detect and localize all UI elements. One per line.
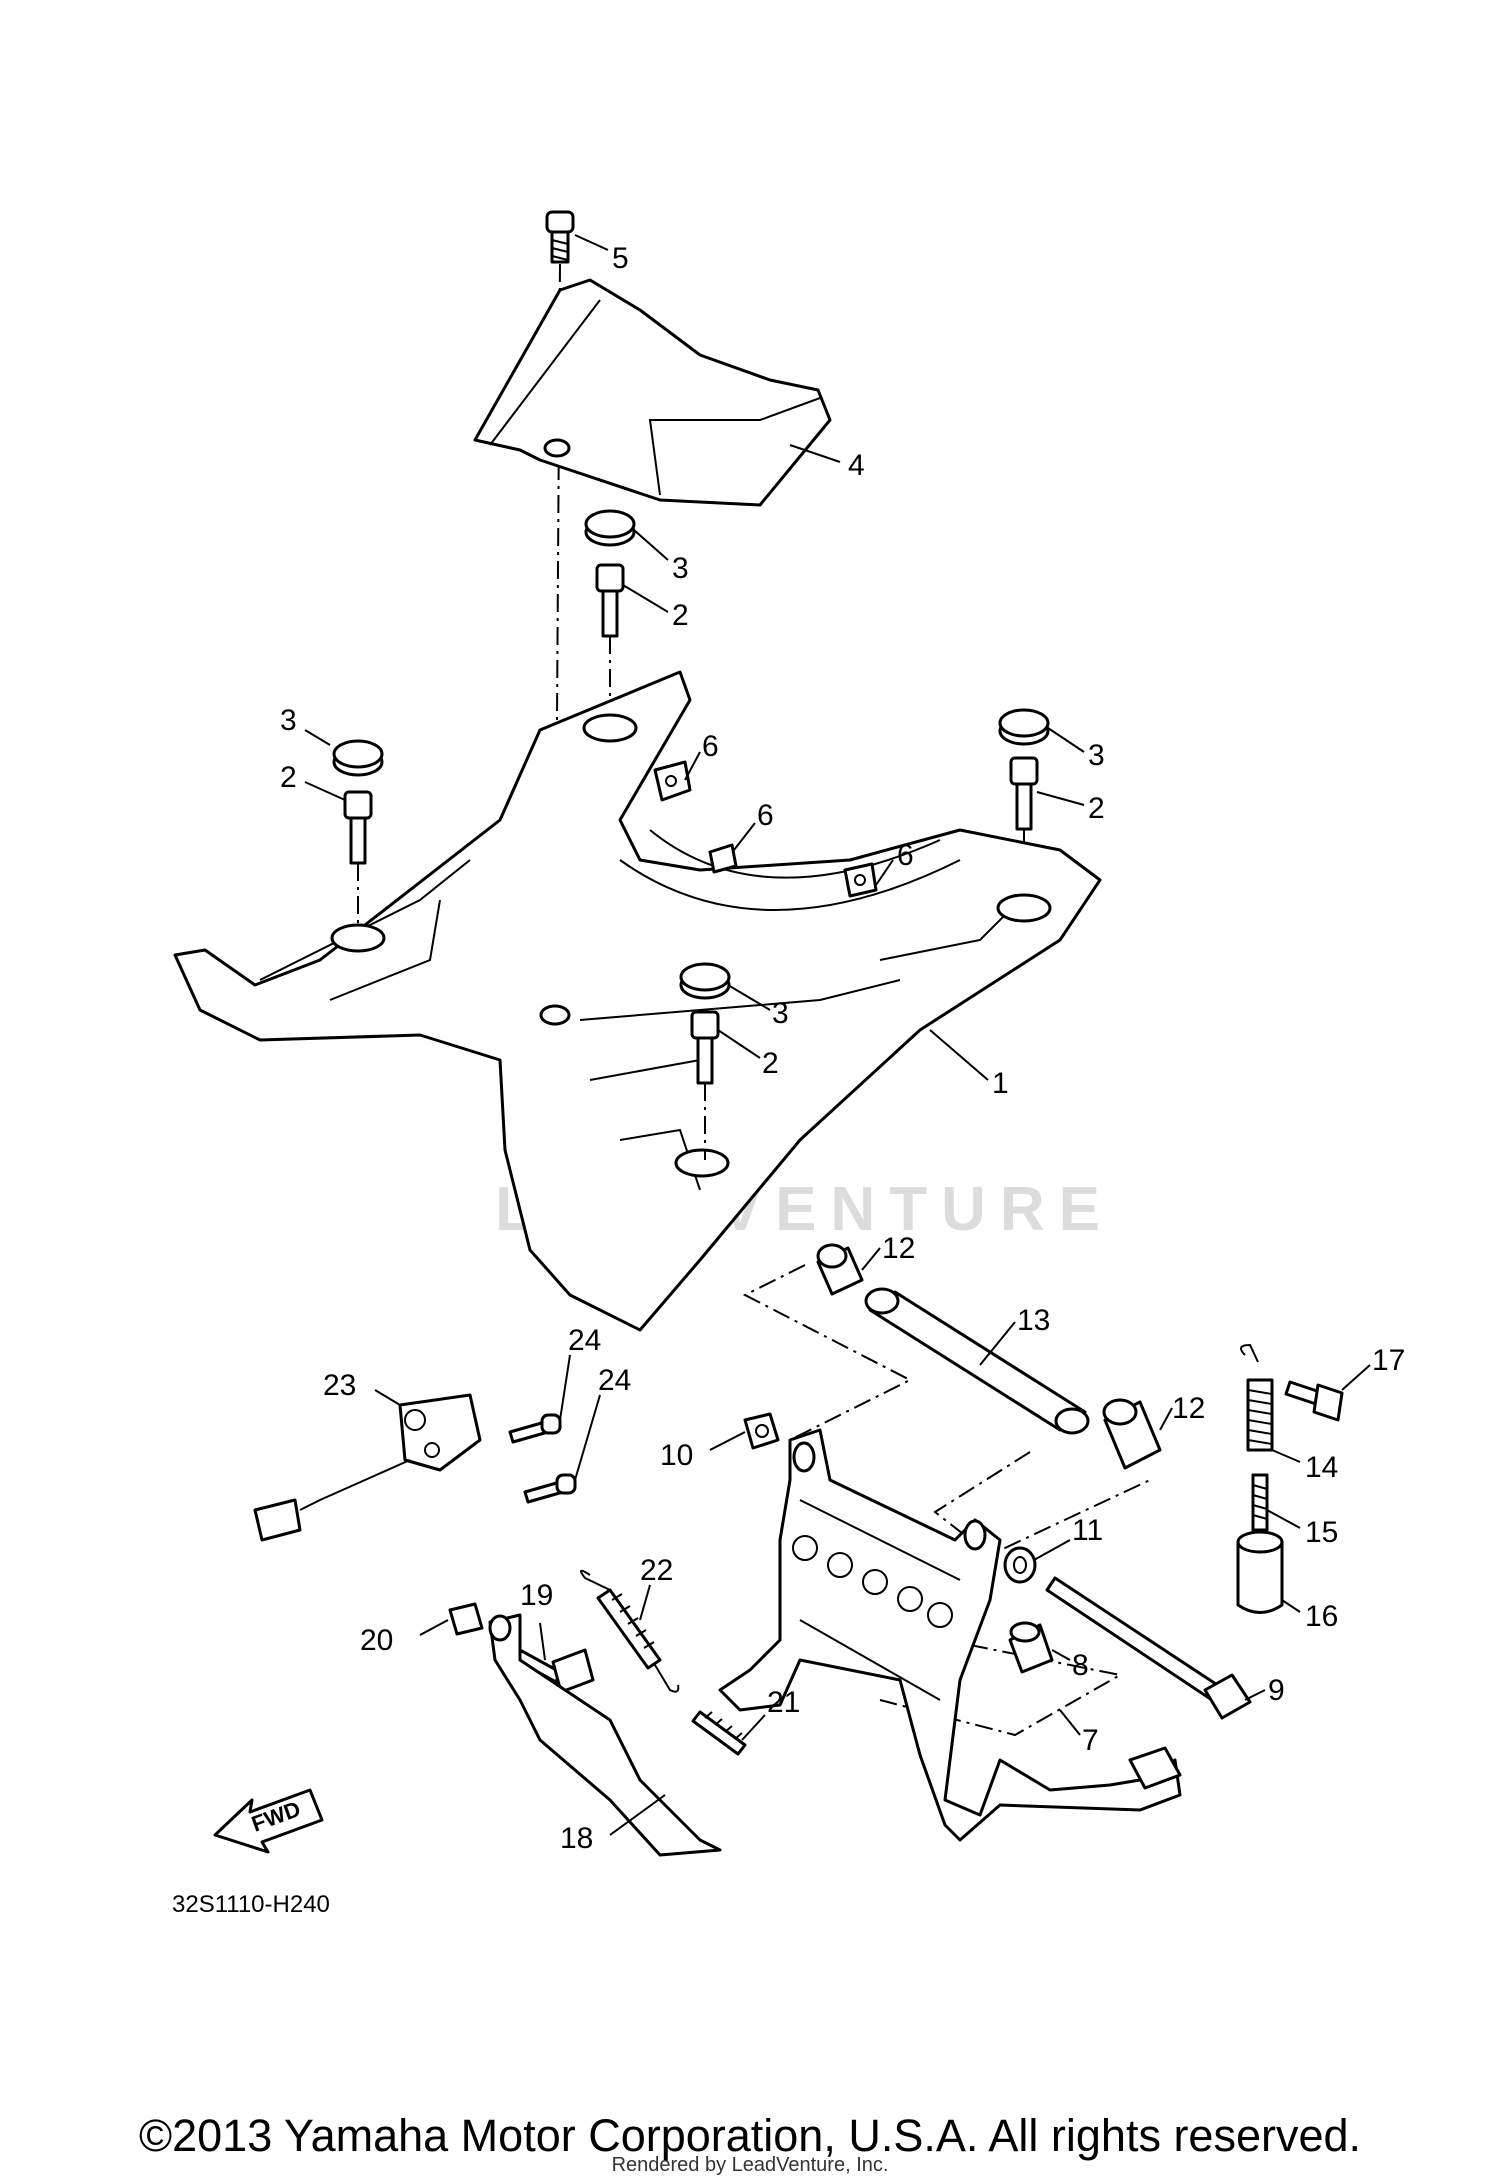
callout-4: 4 xyxy=(848,449,865,482)
callout-12-a: 12 xyxy=(882,1232,915,1265)
part-2-bolt-left xyxy=(343,790,373,935)
part-2-bolt-upper xyxy=(595,563,625,720)
part-16-spring-cover xyxy=(1236,1530,1284,1614)
part-18-side-stand xyxy=(488,1613,722,1857)
callout-13: 13 xyxy=(1017,1304,1050,1337)
part-5-screw xyxy=(545,210,575,264)
part-2-bolt-center xyxy=(690,1010,720,1160)
part-6-clip-a xyxy=(653,760,692,802)
callout-2-d: 2 xyxy=(762,1047,779,1080)
callout-9: 9 xyxy=(1268,1674,1285,1707)
part-15-spring xyxy=(1251,1473,1269,1532)
part-12-bushing-upper xyxy=(816,1243,864,1296)
callout-17: 17 xyxy=(1372,1344,1405,1377)
callout-7: 7 xyxy=(1082,1724,1099,1757)
part-6-clip-c xyxy=(843,862,878,898)
callout-20: 20 xyxy=(360,1624,393,1657)
alignment-line-12-13 xyxy=(742,1264,913,1441)
part-3-grommet-center xyxy=(679,962,731,1000)
callout-15: 15 xyxy=(1305,1516,1338,1549)
part-24-screw-b xyxy=(523,1473,577,1504)
callout-2-c: 2 xyxy=(1088,792,1105,825)
part-21-spring xyxy=(691,1710,747,1756)
callout-3-d: 3 xyxy=(772,997,789,1030)
callout-24-a: 24 xyxy=(568,1324,601,1357)
callout-18: 18 xyxy=(560,1822,593,1855)
part-24-screw-a xyxy=(508,1413,562,1444)
part-8-stopper xyxy=(1008,1621,1054,1674)
part-20-nut xyxy=(448,1602,484,1636)
part-3-grommet-right xyxy=(998,708,1050,746)
callout-3-a: 3 xyxy=(672,552,689,585)
part-14-spring xyxy=(1240,1343,1274,1452)
part-4-cover xyxy=(473,278,832,507)
callout-24-b: 24 xyxy=(598,1364,631,1397)
callout-22: 22 xyxy=(640,1554,673,1587)
callout-14: 14 xyxy=(1305,1451,1338,1484)
part-19-bolt xyxy=(514,1648,595,1694)
callout-16: 16 xyxy=(1305,1600,1338,1633)
callout-3-b: 3 xyxy=(280,704,297,737)
callout-12-b: 12 xyxy=(1172,1392,1205,1425)
callout-3-c: 3 xyxy=(1088,739,1105,772)
part-7-main-stand xyxy=(718,1428,1182,1842)
callout-1: 1 xyxy=(992,1067,1009,1100)
part-22-spring xyxy=(580,1569,680,1693)
leader-lines xyxy=(304,234,1371,1836)
part-1-floor-board xyxy=(173,670,1102,1332)
copyright-notice: ©2013 Yamaha Motor Corporation, U.S.A. A… xyxy=(138,2110,1362,2161)
fwd-arrow: FWD xyxy=(213,1788,324,1854)
callout-5: 5 xyxy=(612,242,629,275)
part-9-bolt xyxy=(1045,1576,1252,1720)
callout-2-b: 2 xyxy=(280,761,297,794)
callout-6-c: 6 xyxy=(897,839,914,872)
part-3-grommet-upper xyxy=(584,509,636,547)
part-6-clip-b xyxy=(708,843,738,874)
callout-6-b: 6 xyxy=(757,799,774,832)
part-10-nut xyxy=(743,1412,780,1450)
rendered-by-notice: Rendered by LeadVenture, Inc. xyxy=(611,2154,889,2176)
diagram-code: 32S1110-H240 xyxy=(172,1891,330,1918)
callout-11: 11 xyxy=(1072,1514,1103,1547)
callout-labels: 5 4 3 2 3 2 3 2 6 6 6 3 2 1 12 13 12 17 … xyxy=(172,242,1405,1918)
callout-10: 10 xyxy=(660,1439,693,1472)
part-11-washer xyxy=(1003,1546,1037,1584)
part-3-grommet-left xyxy=(332,739,384,777)
part-12-bushing-lower xyxy=(1102,1398,1162,1470)
callout-23: 23 xyxy=(323,1369,356,1402)
part-13-pipe xyxy=(864,1287,1090,1435)
callout-21: 21 xyxy=(767,1686,800,1719)
callout-6-a: 6 xyxy=(702,730,719,763)
callout-8: 8 xyxy=(1072,1649,1089,1682)
callout-19: 19 xyxy=(520,1579,553,1612)
callout-2-a: 2 xyxy=(672,599,689,632)
part-17-bolt xyxy=(1284,1380,1344,1422)
part-23-sidestand-switch xyxy=(253,1393,482,1542)
